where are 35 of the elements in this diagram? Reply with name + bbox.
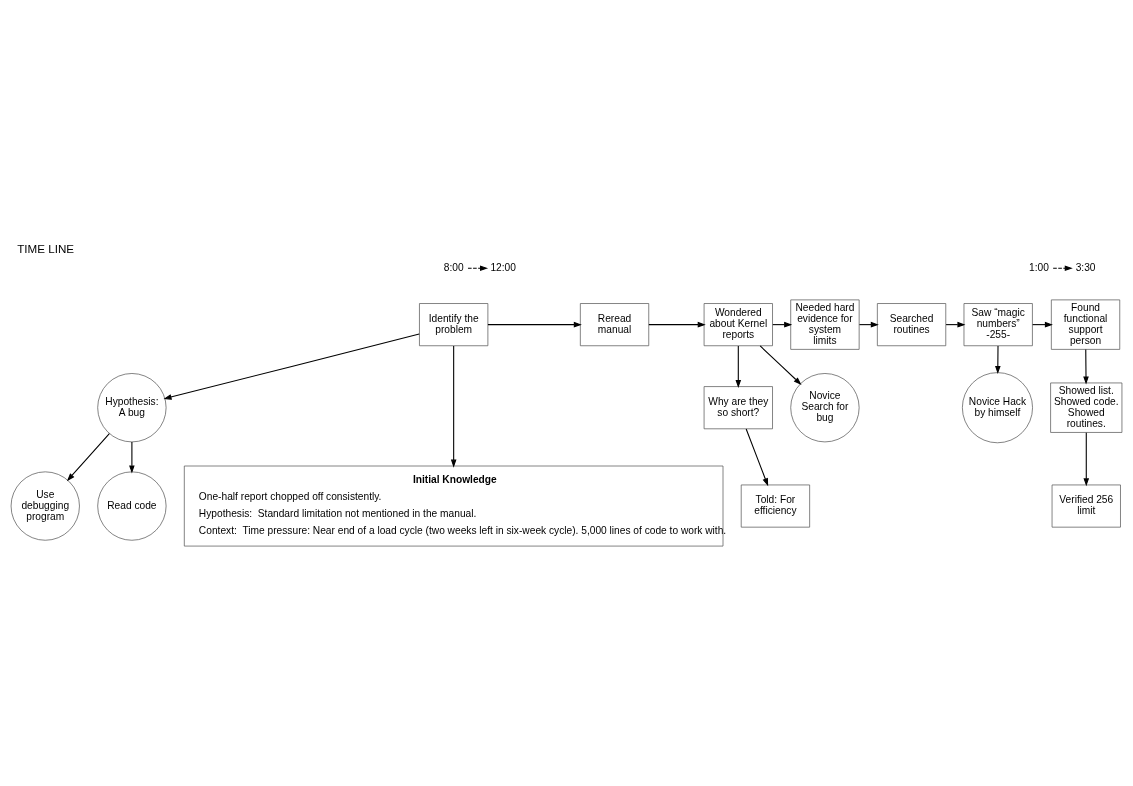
arrow [129,441,135,473]
node-box: Initial Knowledge One-half report chopped off consistently. Hypothesis: Standard limitation not mentioned in the manual. Context: Time pressure: Near end of a load cycle (two weeks left in six-week cycle). 5,000 lines of code to work with. [183,465,724,546]
node-text: 12:00 [490,261,516,273]
arrow [995,344,1001,374]
arrow [1052,264,1073,271]
node-box: Showed list. Showed code. Showed routines. [1050,382,1123,433]
diagram-title: TIME LINE [17,241,75,255]
arrow [467,264,489,271]
arrow [648,321,706,327]
arrow [163,333,420,400]
node-box: Wondered about Kernel reports [703,302,773,346]
arrow [759,344,802,385]
node-box: Told: For efficiency [740,484,810,528]
arrow [858,321,879,327]
arrow [487,321,582,327]
node-box: Verified 256 limit [1051,484,1121,528]
arrow [1083,431,1090,486]
node-circle: Hypothesis: A bug [97,372,167,442]
arrow [1083,348,1089,384]
node-box: Identify the problem [419,302,489,346]
node-box: Found functional support person [1050,299,1121,350]
arrow [66,432,110,481]
node-text: 3:30 [1075,261,1096,273]
arrow [735,344,742,388]
node-box: Saw “magic numbers” -255- [963,302,1033,346]
node-circle: Read code [97,470,167,541]
node-text: 8:00 [443,261,464,273]
node-box: Reread manual [579,302,650,346]
node-box: Why are they so short? [703,385,773,429]
node-box: Needed hard evidence for system limits [790,299,860,350]
node-circle: Novice Hack by himself [962,371,1033,443]
arrow [745,427,769,486]
node-box: Searched routines [877,302,947,346]
node-text: 1:00 [1029,261,1049,273]
arrow [450,344,457,468]
